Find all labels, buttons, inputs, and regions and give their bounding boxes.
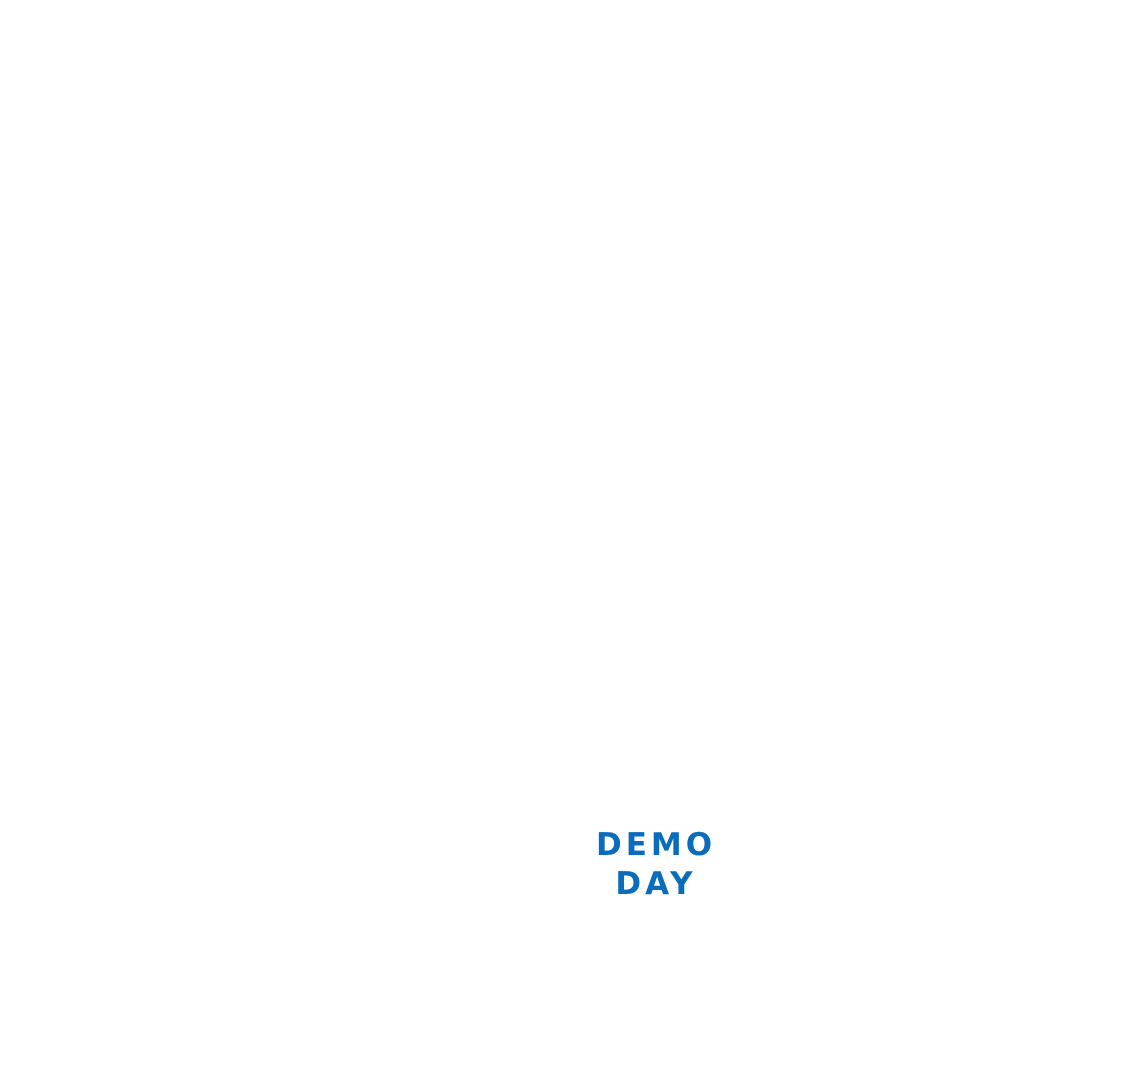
demo-day-title: DEMO DAY — [596, 826, 716, 904]
title-line-1: DEMO — [596, 827, 717, 863]
title-line-2: DAY — [615, 866, 697, 902]
